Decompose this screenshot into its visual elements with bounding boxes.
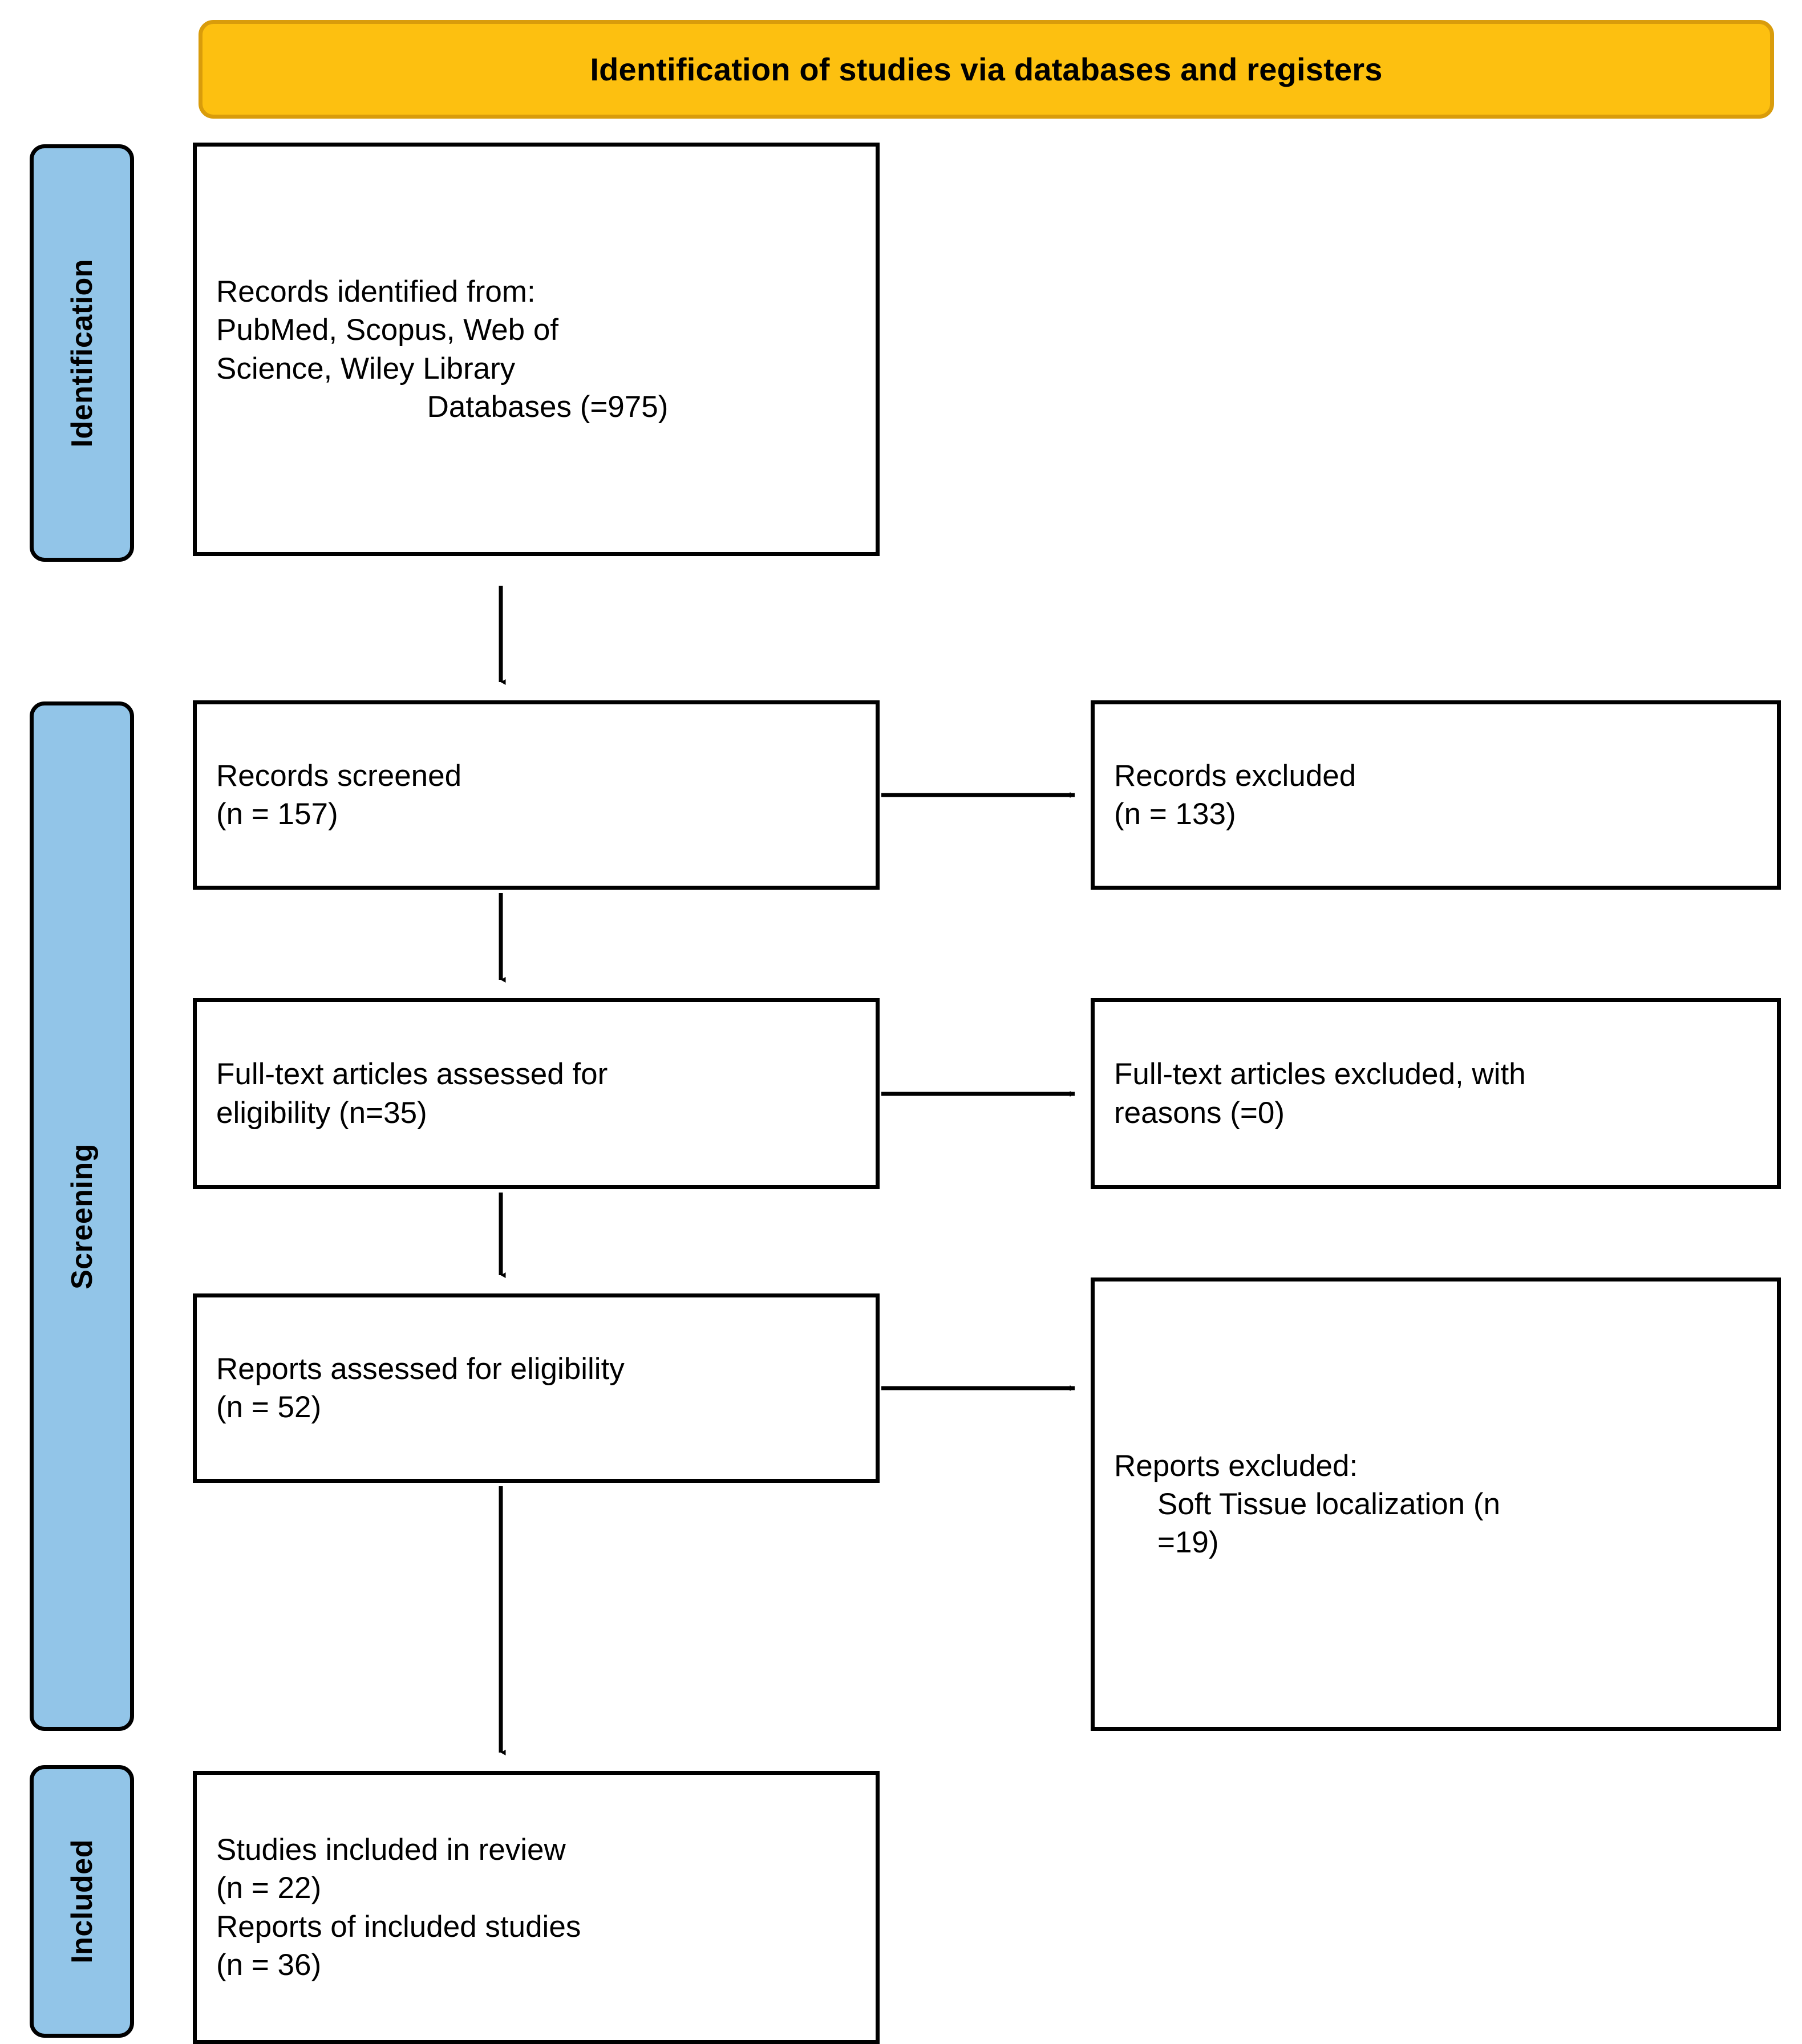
reports-excluded-label: Reports excluded:: [1114, 1449, 1358, 1483]
stage-label-identification: Identification: [65, 258, 99, 448]
studies-included-label: Studies included in review: [216, 1832, 566, 1867]
records-excluded-count: (n = 133): [1114, 797, 1236, 831]
records-identified-line-3: Science, Wiley Library: [216, 351, 516, 386]
stage-rail-included: Included: [30, 1765, 134, 2038]
studies-included-count: (n = 22): [216, 1871, 322, 1905]
box-reports-excluded: Reports excluded: Soft Tissue localizati…: [1091, 1278, 1781, 1731]
diagram-title: Identification of studies via databases …: [590, 51, 1383, 87]
records-screened-count: (n = 157): [216, 797, 338, 831]
box-records-screened: Records screened (n = 157): [193, 700, 880, 890]
stage-rail-screening: Screening: [30, 701, 134, 1731]
fulltext-assessed-label: Full-text articles assessed for: [216, 1057, 608, 1092]
reports-excluded-reason: Soft Tissue localization (n: [1157, 1487, 1500, 1521]
fulltext-excluded-count: reasons (=0): [1114, 1096, 1285, 1130]
records-identified-count: Databases (=975): [427, 390, 669, 424]
reports-assessed-count: (n = 52): [216, 1390, 322, 1424]
box-fulltext-assessed: Full-text articles assessed for eligibil…: [193, 998, 880, 1189]
reports-included-label: Reports of included studies: [216, 1909, 581, 1944]
stage-rail-identification: Identification: [30, 144, 134, 562]
records-screened-label: Records screened: [216, 759, 462, 793]
reports-assessed-label: Reports assessed for eligibility: [216, 1352, 625, 1386]
fulltext-excluded-label: Full-text articles excluded, with: [1114, 1057, 1526, 1092]
box-records-identified: Records identified from: PubMed, Scopus,…: [193, 143, 880, 556]
stage-label-screening: Screening: [65, 1143, 99, 1289]
box-fulltext-excluded: Full-text articles excluded, with reason…: [1091, 998, 1781, 1189]
box-records-excluded: Records excluded (n = 133): [1091, 700, 1781, 890]
fulltext-assessed-count: eligibility (n=35): [216, 1096, 427, 1130]
records-identified-line-1: Records identified from:: [216, 274, 536, 309]
diagram-header-banner: Identification of studies via databases …: [199, 20, 1774, 119]
reports-included-count: (n = 36): [216, 1948, 322, 1982]
records-identified-line-2: PubMed, Scopus, Web of: [216, 313, 559, 347]
records-excluded-label: Records excluded: [1114, 759, 1356, 793]
reports-excluded-count: =19): [1157, 1526, 1219, 1560]
box-reports-assessed: Reports assessed for eligibility (n = 52…: [193, 1293, 880, 1483]
stage-label-included: Included: [65, 1839, 99, 1964]
box-studies-included: Studies included in review (n = 22) Repo…: [193, 1771, 880, 2044]
